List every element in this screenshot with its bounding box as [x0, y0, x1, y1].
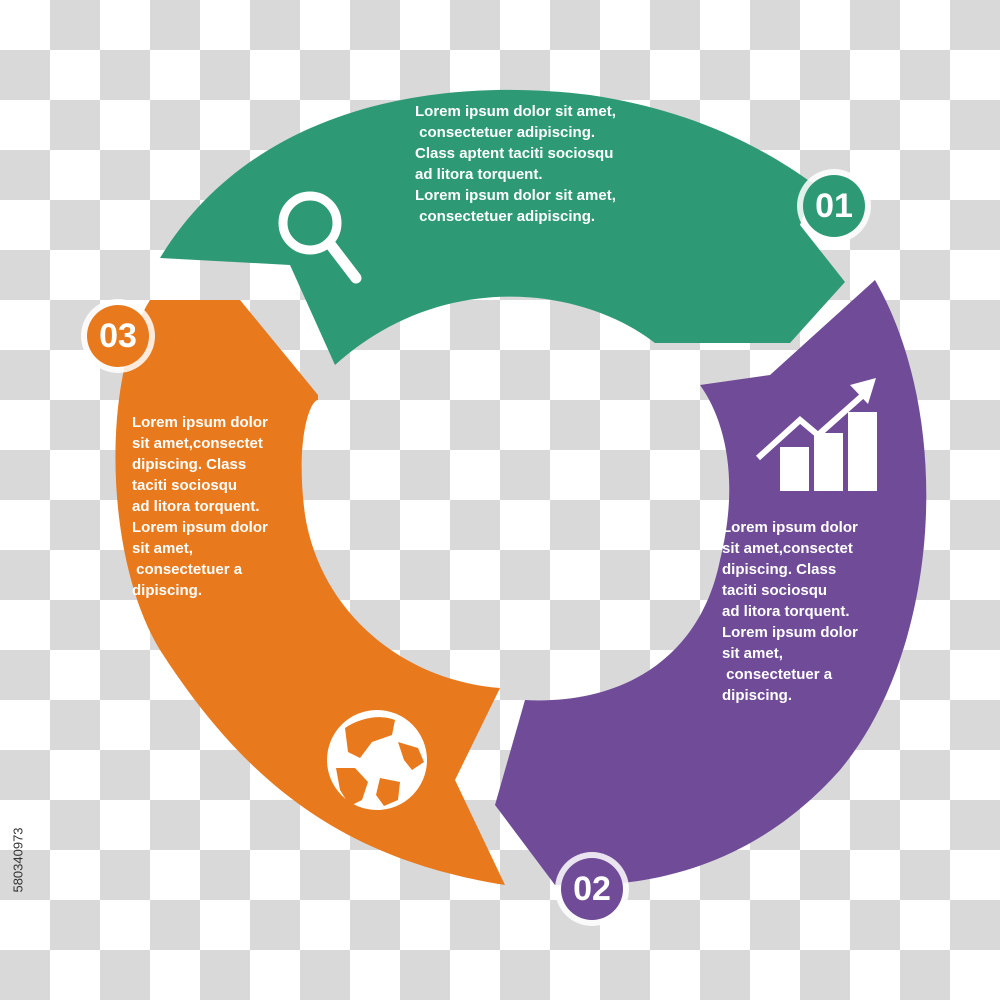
growth-chart-icon: [755, 378, 877, 491]
stock-id-text: 580340973: [10, 827, 26, 893]
step-03-number-badge: 03: [87, 305, 149, 367]
step-01-text: Lorem ipsum dolor sit amet, consectetuer…: [415, 103, 616, 225]
segment-02: [495, 280, 927, 886]
step-02-number-badge: 02: [561, 858, 623, 920]
step-03-text: Lorem ipsum dolor sit amet,consectet dip…: [132, 414, 268, 599]
globe-icon: [327, 710, 427, 810]
segment-01: [160, 89, 845, 366]
step-01-number-badge: 01: [803, 175, 865, 237]
stock-id: 580340973: [6, 760, 30, 960]
magnifier-icon: [278, 191, 362, 284]
step-02-text: Lorem ipsum dolor sit amet,consectet dip…: [722, 519, 858, 704]
